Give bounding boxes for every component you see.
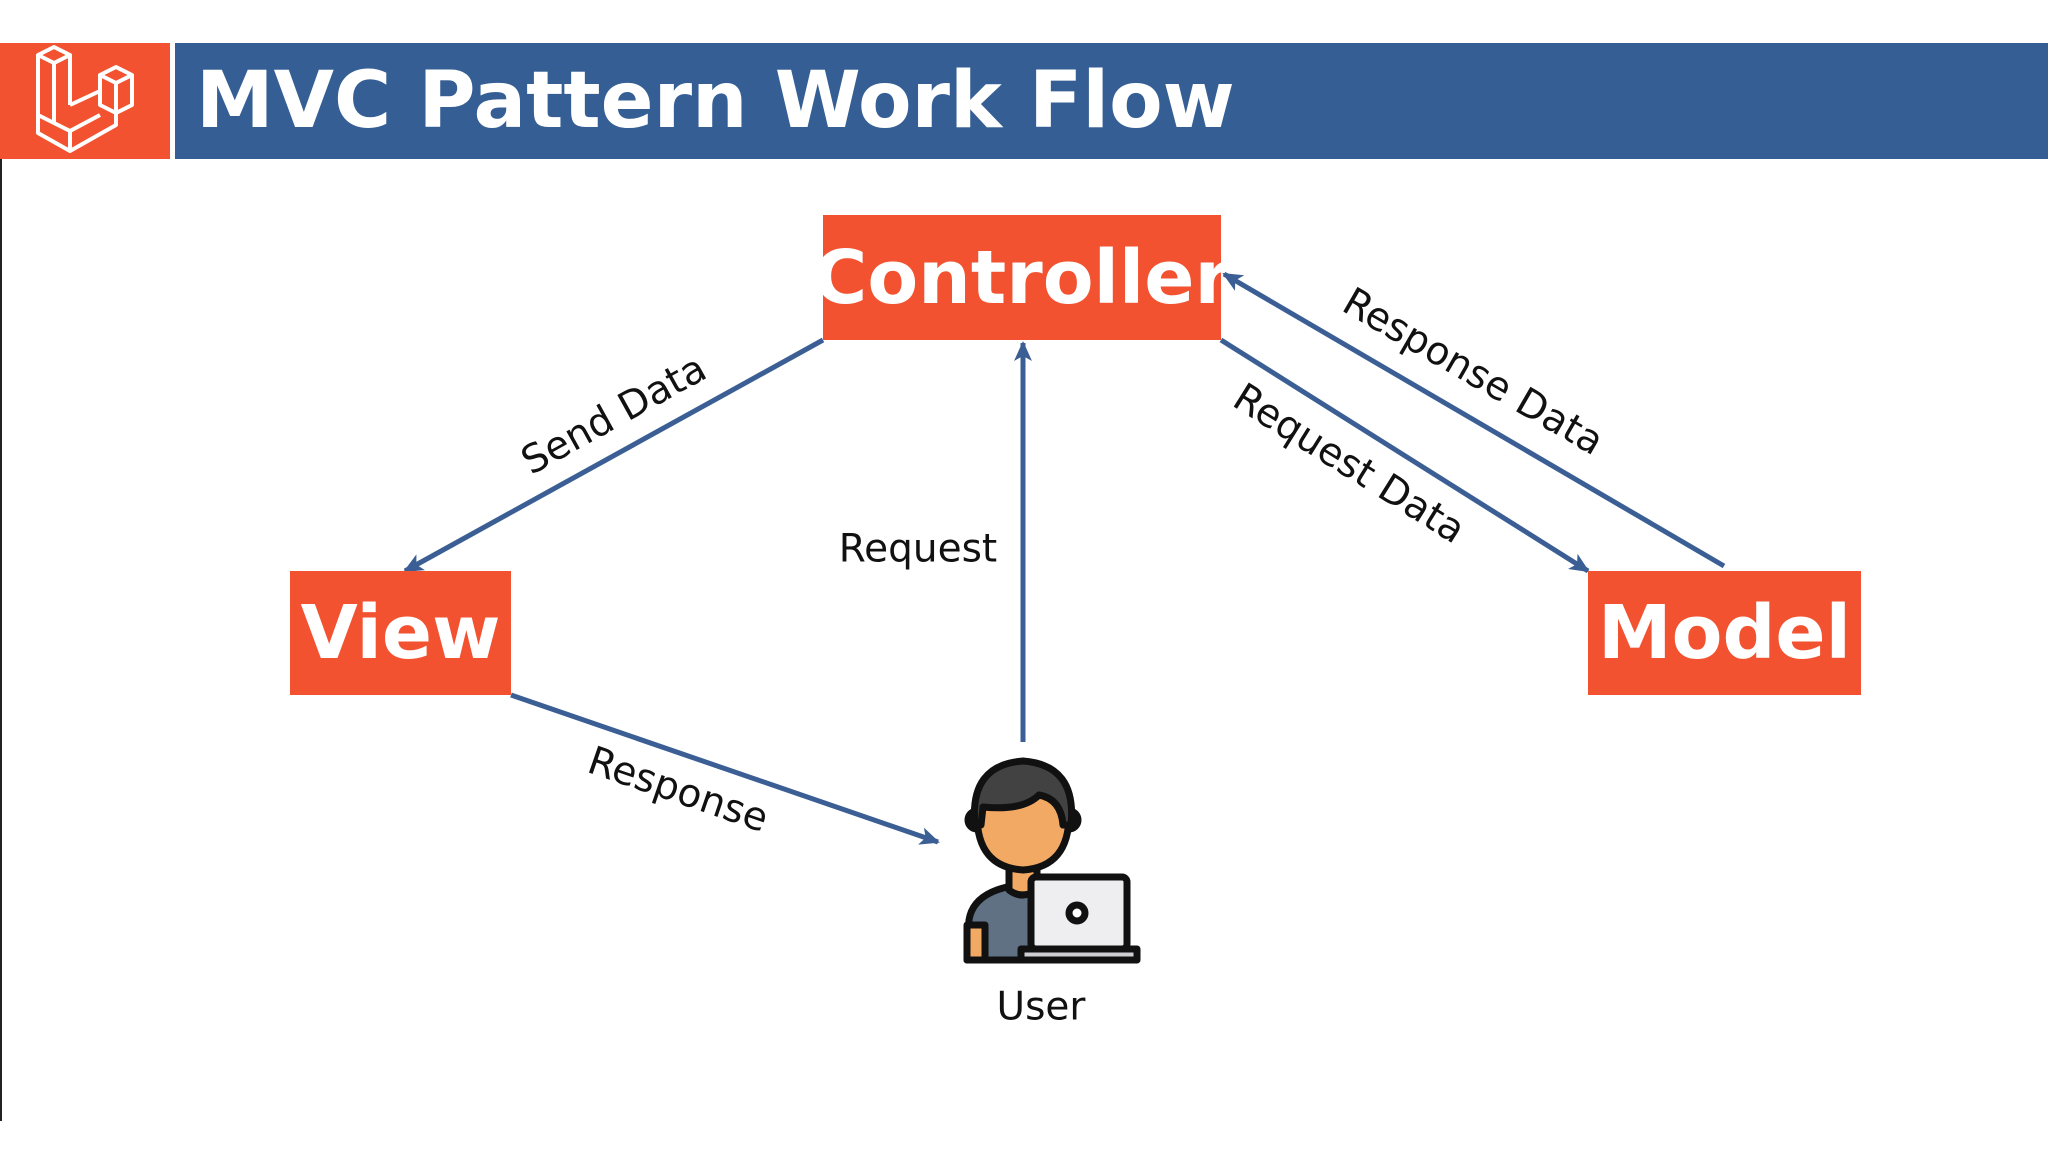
laravel-logo-icon — [0, 43, 170, 159]
view-node: View — [290, 571, 511, 695]
model-node: Model — [1588, 571, 1861, 695]
arrow-controller-to-view — [403, 337, 825, 574]
arrow-controller-to-model — [1219, 337, 1590, 574]
arrow-model-to-controller — [1222, 271, 1726, 569]
page-title: MVC Pattern Work Flow — [196, 56, 1235, 146]
request-label: Request — [838, 526, 998, 572]
user-label: User — [996, 984, 1086, 1030]
user-icon — [963, 757, 1141, 964]
slide-border — [0, 43, 2, 1121]
header-band — [175, 43, 2048, 159]
controller-node: Controller — [813, 215, 1231, 340]
arrow-view-to-user — [510, 692, 940, 845]
